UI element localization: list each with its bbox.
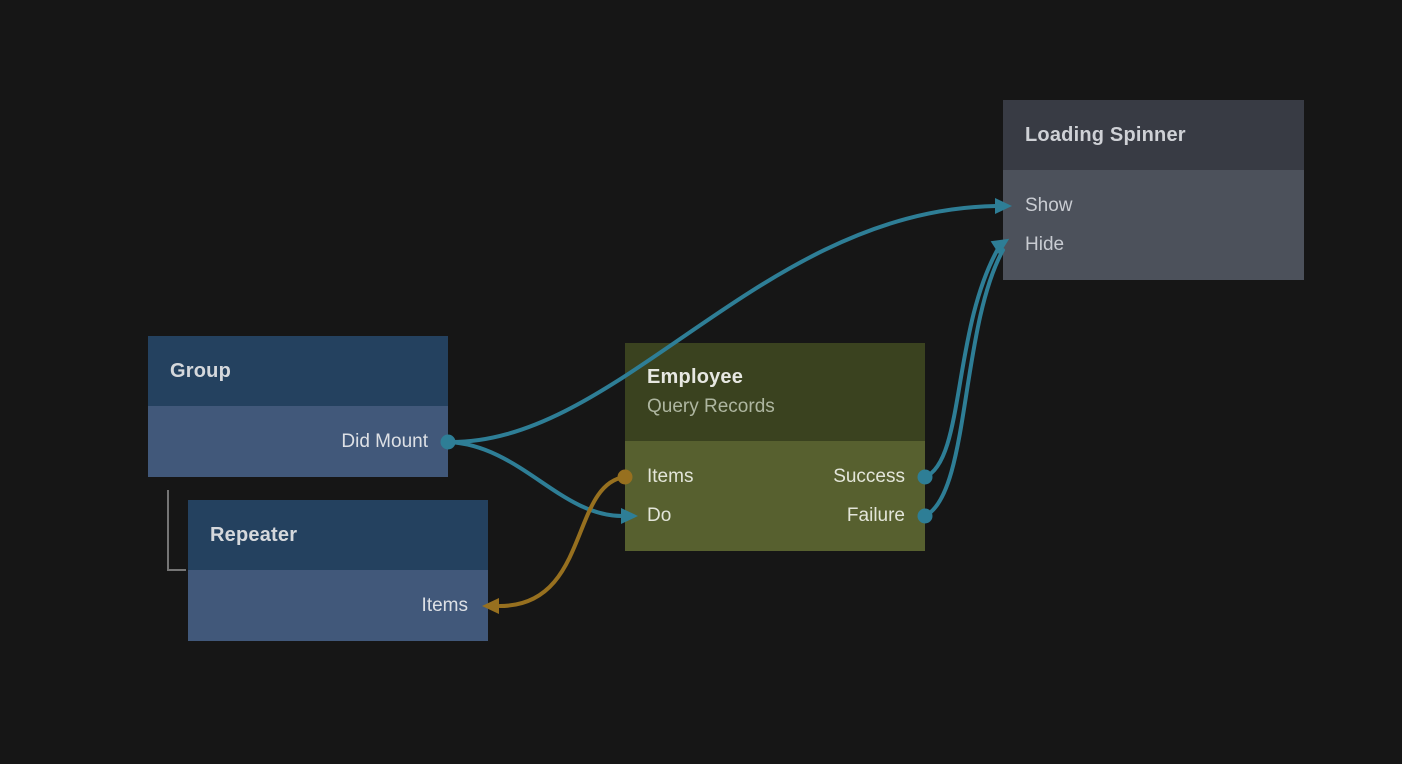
port-loading-spinner-show-label: Show <box>1025 194 1073 216</box>
node-group[interactable]: Group Did Mount <box>148 336 448 477</box>
port-employee-do[interactable]: Do <box>647 504 672 526</box>
node-employee-subtitle: Query Records <box>647 396 775 417</box>
node-group-title: Group <box>170 359 231 382</box>
node-loading-spinner-title: Loading Spinner <box>1025 123 1186 146</box>
node-loading-spinner-header[interactable]: Loading Spinner <box>1003 100 1304 170</box>
node-employee-query-records[interactable]: Employee Query Records Items Success Do … <box>625 343 925 551</box>
node-repeater-ports: Items <box>188 570 488 641</box>
node-loading-spinner-ports: Show Hide <box>1003 170 1304 280</box>
node-loading-spinner[interactable]: Loading Spinner Show Hide <box>1003 100 1304 280</box>
port-repeater-items[interactable]: Items <box>188 586 488 625</box>
node-employee-ports: Items Success Do Failure <box>625 441 925 551</box>
port-loading-spinner-hide[interactable]: Hide <box>1003 225 1304 264</box>
connection-failure-to-hide[interactable] <box>923 248 1005 518</box>
port-loading-spinner-show[interactable]: Show <box>1003 186 1304 225</box>
connection-success-to-hide[interactable] <box>923 245 1001 479</box>
node-group-header[interactable]: Group <box>148 336 448 406</box>
port-repeater-items-label: Items <box>421 594 468 616</box>
node-employee-header[interactable]: Employee Query Records <box>625 343 925 441</box>
connection-items-to-repeater-items[interactable] <box>498 475 627 608</box>
port-group-did-mount[interactable]: Did Mount <box>148 422 448 461</box>
port-employee-success[interactable]: Success <box>833 465 905 487</box>
port-loading-spinner-hide-label: Hide <box>1025 233 1065 255</box>
node-employee-titles: Employee Query Records <box>647 362 775 422</box>
node-group-ports: Did Mount <box>148 406 448 477</box>
port-employee-items[interactable]: Items <box>647 465 694 487</box>
hierarchy-line-group-repeater <box>167 490 186 571</box>
port-row: Items Success <box>625 457 925 496</box>
port-employee-failure[interactable]: Failure <box>846 504 905 526</box>
node-repeater-header[interactable]: Repeater <box>188 500 488 570</box>
node-employee-title: Employee <box>647 366 744 388</box>
port-group-did-mount-label: Did Mount <box>341 430 428 452</box>
node-repeater-title: Repeater <box>210 523 298 546</box>
port-row: Do Failure <box>625 496 925 535</box>
node-repeater[interactable]: Repeater Items <box>188 500 488 641</box>
